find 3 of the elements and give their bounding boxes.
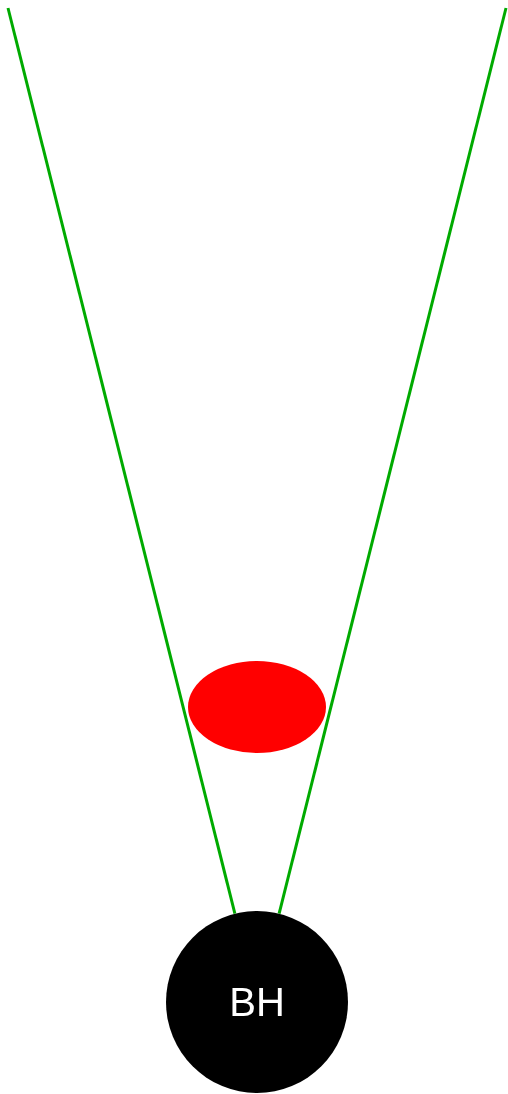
line — [277, 7, 508, 915]
line — [6, 7, 237, 915]
node-label: BH — [229, 982, 285, 1022]
